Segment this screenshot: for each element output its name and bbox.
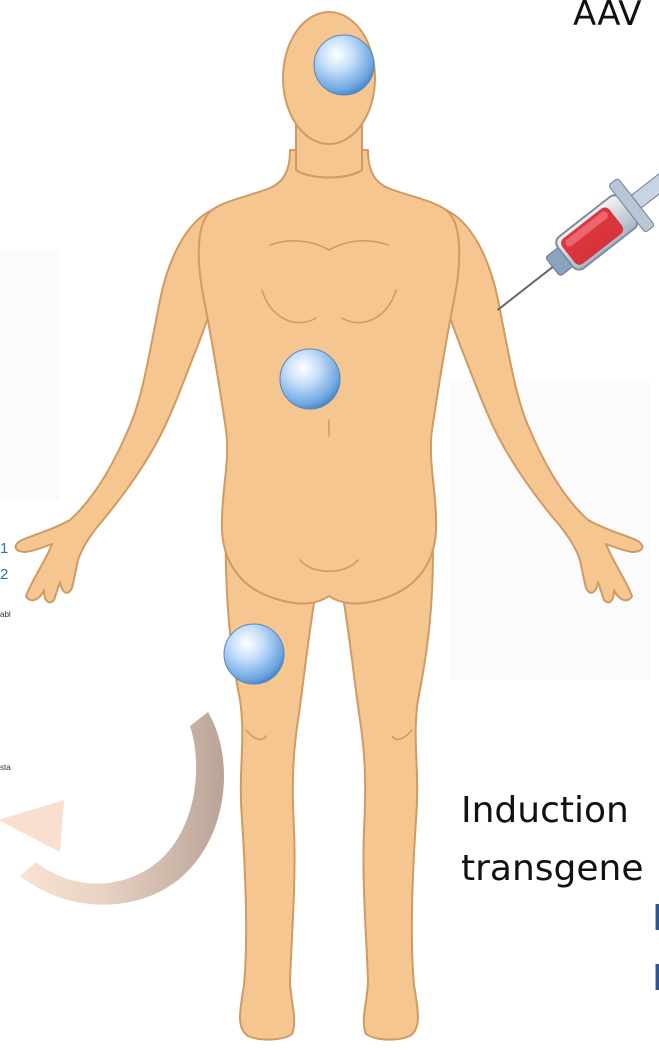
title-label: AAV xyxy=(573,0,642,34)
background-ghost xyxy=(450,380,650,680)
recirculation-arrow xyxy=(0,712,224,905)
fragment-text-a: 1 xyxy=(0,540,8,557)
induction-label: Induction xyxy=(461,790,629,831)
injection-site-abdomen xyxy=(280,349,340,409)
injection-site-head xyxy=(314,35,374,95)
sub-label-2: I xyxy=(652,958,659,999)
transgene-label: transgene xyxy=(461,848,644,889)
syringe-icon xyxy=(479,153,659,333)
fragment-text-b: 2 xyxy=(0,566,8,583)
sub-label-1: I xyxy=(652,898,659,939)
fragment-text-c: abl xyxy=(0,610,11,619)
injection-site-thigh xyxy=(224,624,284,684)
fragment-text-d: sta xyxy=(0,763,11,772)
background-ghost-left xyxy=(0,250,60,500)
